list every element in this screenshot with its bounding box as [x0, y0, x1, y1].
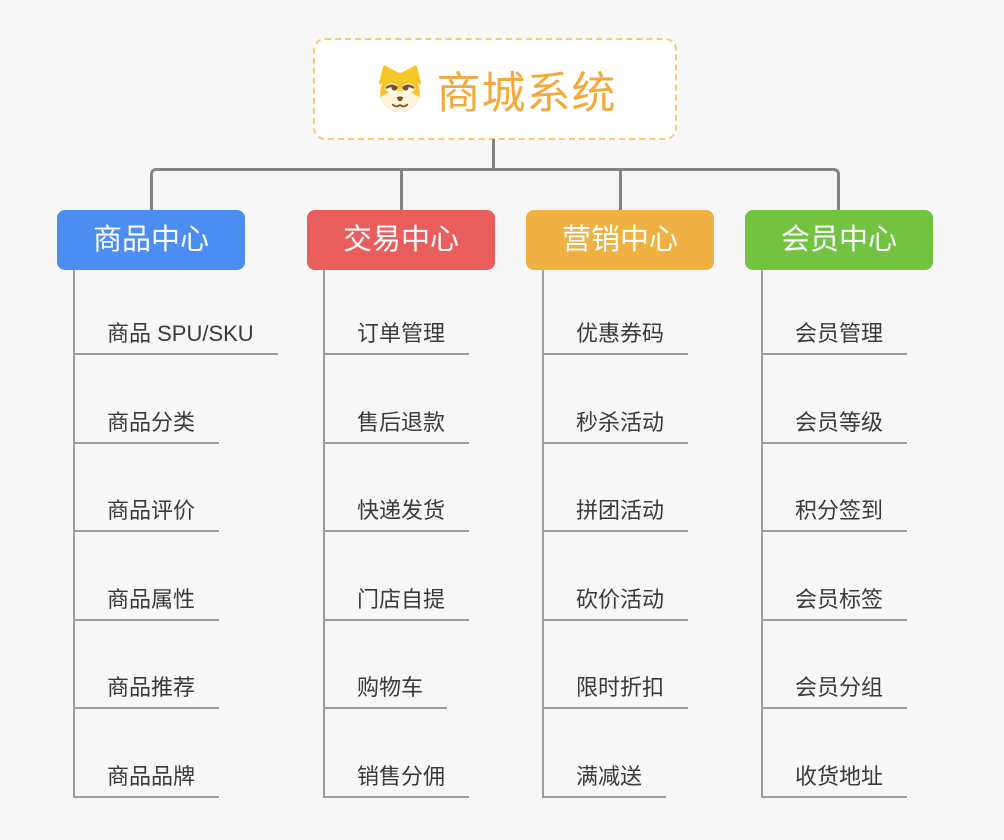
leaf-node: 秒杀活动: [544, 355, 714, 444]
branch-products-children: 商品 SPU/SKU 商品分类 商品评价 商品属性 商品推荐 商品品牌: [73, 270, 278, 798]
branch-node-members[interactable]: 会员中心: [745, 210, 933, 270]
leaf-member-management[interactable]: 会员管理: [763, 316, 908, 355]
leaf-member-level[interactable]: 会员等级: [763, 405, 908, 444]
branch-node-marketing[interactable]: 营销中心: [526, 210, 714, 270]
leaf-node: 商品评价: [75, 444, 278, 533]
leaf-product-spu-sku[interactable]: 商品 SPU/SKU: [75, 316, 278, 355]
connector-drop-trade: [400, 168, 403, 210]
shiba-dog-icon: [378, 65, 421, 113]
leaf-node: 会员分组: [763, 621, 933, 710]
leaf-node: 商品品牌: [75, 709, 278, 798]
leaf-order-management[interactable]: 订单管理: [325, 316, 470, 355]
leaf-node: 售后退款: [325, 355, 495, 444]
leaf-express-shipping[interactable]: 快递发货: [325, 493, 470, 533]
branch-trade-children: 订单管理 售后退款 快递发货 门店自提 购物车 销售分佣: [323, 270, 495, 798]
branch-node-products[interactable]: 商品中心: [57, 210, 245, 270]
leaf-shipping-address[interactable]: 收货地址: [763, 759, 908, 798]
leaf-product-review[interactable]: 商品评价: [75, 493, 220, 533]
connector-bus: [150, 168, 840, 210]
leaf-bargain-activity[interactable]: 砍价活动: [544, 582, 689, 621]
leaf-points-checkin[interactable]: 积分签到: [763, 493, 908, 533]
leaf-coupon-code[interactable]: 优惠券码: [544, 316, 689, 355]
leaf-limited-time-discount[interactable]: 限时折扣: [544, 670, 689, 710]
leaf-node: 快递发货: [325, 444, 495, 533]
leaf-spend-and-save[interactable]: 满减送: [544, 759, 667, 798]
leaf-product-category[interactable]: 商品分类: [75, 405, 220, 444]
leaf-member-groups[interactable]: 会员分组: [763, 670, 908, 710]
connector-root-stem: [492, 139, 495, 169]
leaf-node: 会员标签: [763, 532, 933, 621]
connector-drop-marketing: [619, 168, 622, 210]
leaf-node: 优惠券码: [544, 270, 714, 355]
leaf-node: 商品属性: [75, 532, 278, 621]
leaf-node: 满减送: [544, 709, 714, 798]
leaf-product-attribute[interactable]: 商品属性: [75, 582, 220, 621]
branch-marketing: 营销中心 优惠券码 秒杀活动 拼团活动 砍价活动 限时折扣 满减送: [526, 210, 714, 798]
branch-node-trade[interactable]: 交易中心: [307, 210, 495, 270]
leaf-node: 积分签到: [763, 444, 933, 533]
leaf-node: 商品 SPU/SKU: [75, 270, 278, 355]
root-title: 商城系统: [436, 69, 617, 118]
leaf-node: 会员等级: [763, 355, 933, 444]
leaf-node: 拼团活动: [544, 444, 714, 533]
leaf-node: 销售分佣: [325, 709, 495, 798]
leaf-node: 限时折扣: [544, 621, 714, 710]
leaf-sales-commission[interactable]: 销售分佣: [325, 759, 470, 798]
branch-members: 会员中心 会员管理 会员等级 积分签到 会员标签 会员分组 收货地址: [745, 210, 933, 798]
branch-products: 商品中心 商品 SPU/SKU 商品分类 商品评价 商品属性 商品推荐 商品品牌: [57, 210, 278, 798]
branch-trade: 交易中心 订单管理 售后退款 快递发货 门店自提 购物车 销售分佣: [307, 210, 495, 798]
leaf-node: 会员管理: [763, 270, 933, 355]
leaf-store-pickup[interactable]: 门店自提: [325, 582, 470, 621]
leaf-node: 订单管理: [325, 270, 495, 355]
branch-marketing-children: 优惠券码 秒杀活动 拼团活动 砍价活动 限时折扣 满减送: [542, 270, 714, 798]
leaf-node: 收货地址: [763, 709, 933, 798]
root-node[interactable]: 商城系统: [313, 38, 677, 140]
leaf-node: 商品分类: [75, 355, 278, 444]
leaf-aftersale-refund[interactable]: 售后退款: [325, 405, 470, 444]
leaf-node: 商品推荐: [75, 621, 278, 710]
leaf-group-buy[interactable]: 拼团活动: [544, 493, 689, 533]
leaf-product-recommend[interactable]: 商品推荐: [75, 670, 220, 710]
leaf-shopping-cart[interactable]: 购物车: [325, 670, 448, 710]
leaf-product-brand[interactable]: 商品品牌: [75, 759, 220, 798]
leaf-member-tags[interactable]: 会员标签: [763, 582, 908, 621]
branch-members-children: 会员管理 会员等级 积分签到 会员标签 会员分组 收货地址: [761, 270, 933, 798]
leaf-flash-sale[interactable]: 秒杀活动: [544, 405, 689, 444]
leaf-node: 门店自提: [325, 532, 495, 621]
leaf-node: 购物车: [325, 621, 495, 710]
leaf-node: 砍价活动: [544, 532, 714, 621]
